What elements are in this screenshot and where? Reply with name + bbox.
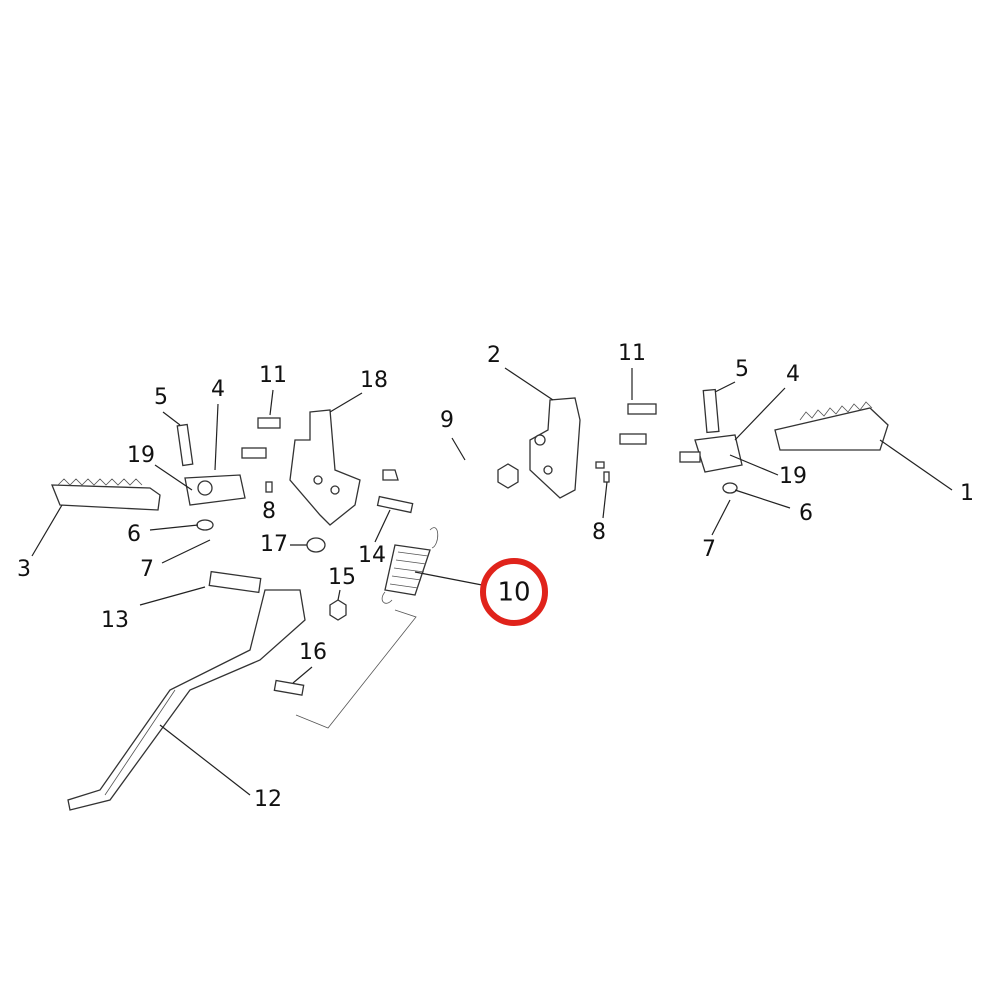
part-2-right-bracket xyxy=(529,397,581,499)
label-14: 14 xyxy=(358,543,386,568)
label-16: 16 xyxy=(299,640,327,665)
label-4-left: 4 xyxy=(211,377,225,402)
label-5-right: 5 xyxy=(735,357,749,382)
label-18: 18 xyxy=(360,368,388,393)
part-15-nut xyxy=(329,599,347,621)
label-10: 10 xyxy=(497,578,530,608)
part-5-right-pin xyxy=(702,388,720,434)
part-16-pin xyxy=(273,679,305,696)
label-4-right: 4 xyxy=(786,362,800,387)
label-13: 13 xyxy=(101,608,129,633)
highlight-circle xyxy=(480,558,548,626)
part-4-right-bracket xyxy=(679,434,743,473)
part-11-right-bolts xyxy=(619,403,657,445)
label-2: 2 xyxy=(487,343,501,368)
part-6-left-washer xyxy=(196,519,214,531)
part-8-left-pin xyxy=(265,481,273,493)
label-19-right: 19 xyxy=(779,464,807,489)
label-12: 12 xyxy=(254,787,282,812)
part-4-left-bracket xyxy=(184,474,246,506)
label-17: 17 xyxy=(260,532,288,557)
part-1-right-footpeg xyxy=(774,401,889,451)
label-8-left: 8 xyxy=(262,499,276,524)
label-15: 15 xyxy=(328,565,356,590)
label-6-left: 6 xyxy=(127,522,141,547)
part-5-left-pin xyxy=(176,423,194,467)
leader-lines xyxy=(31,367,953,796)
part-9-nut xyxy=(497,463,519,489)
label-6-right: 6 xyxy=(799,501,813,526)
label-5-left: 5 xyxy=(154,385,168,410)
label-8-right: 8 xyxy=(592,520,606,545)
part-labels: 2 11 5 4 1 19 6 7 8 9 10 11 18 5 4 19 3 … xyxy=(17,341,974,812)
spring-connection-line xyxy=(295,609,417,729)
label-11-left: 11 xyxy=(259,363,287,388)
label-7-left: 7 xyxy=(140,557,154,582)
part-3-left-footpeg xyxy=(51,478,161,511)
part-11-left-bolts xyxy=(241,417,281,459)
label-11-right: 11 xyxy=(618,341,646,366)
part-8-right-pin xyxy=(595,461,610,483)
part-17-washer xyxy=(306,537,326,553)
label-19-left: 19 xyxy=(127,443,155,468)
part-12-side-stand xyxy=(67,589,306,811)
part-6-right-washer xyxy=(722,482,738,494)
part-14-bolt xyxy=(376,469,414,514)
label-1: 1 xyxy=(960,481,974,506)
part-10-spring xyxy=(381,527,439,604)
label-9: 9 xyxy=(440,408,454,433)
label-7-right: 7 xyxy=(702,537,716,562)
label-3: 3 xyxy=(17,557,31,582)
part-13-bolt xyxy=(208,570,262,594)
part-18-bracket xyxy=(289,409,361,526)
